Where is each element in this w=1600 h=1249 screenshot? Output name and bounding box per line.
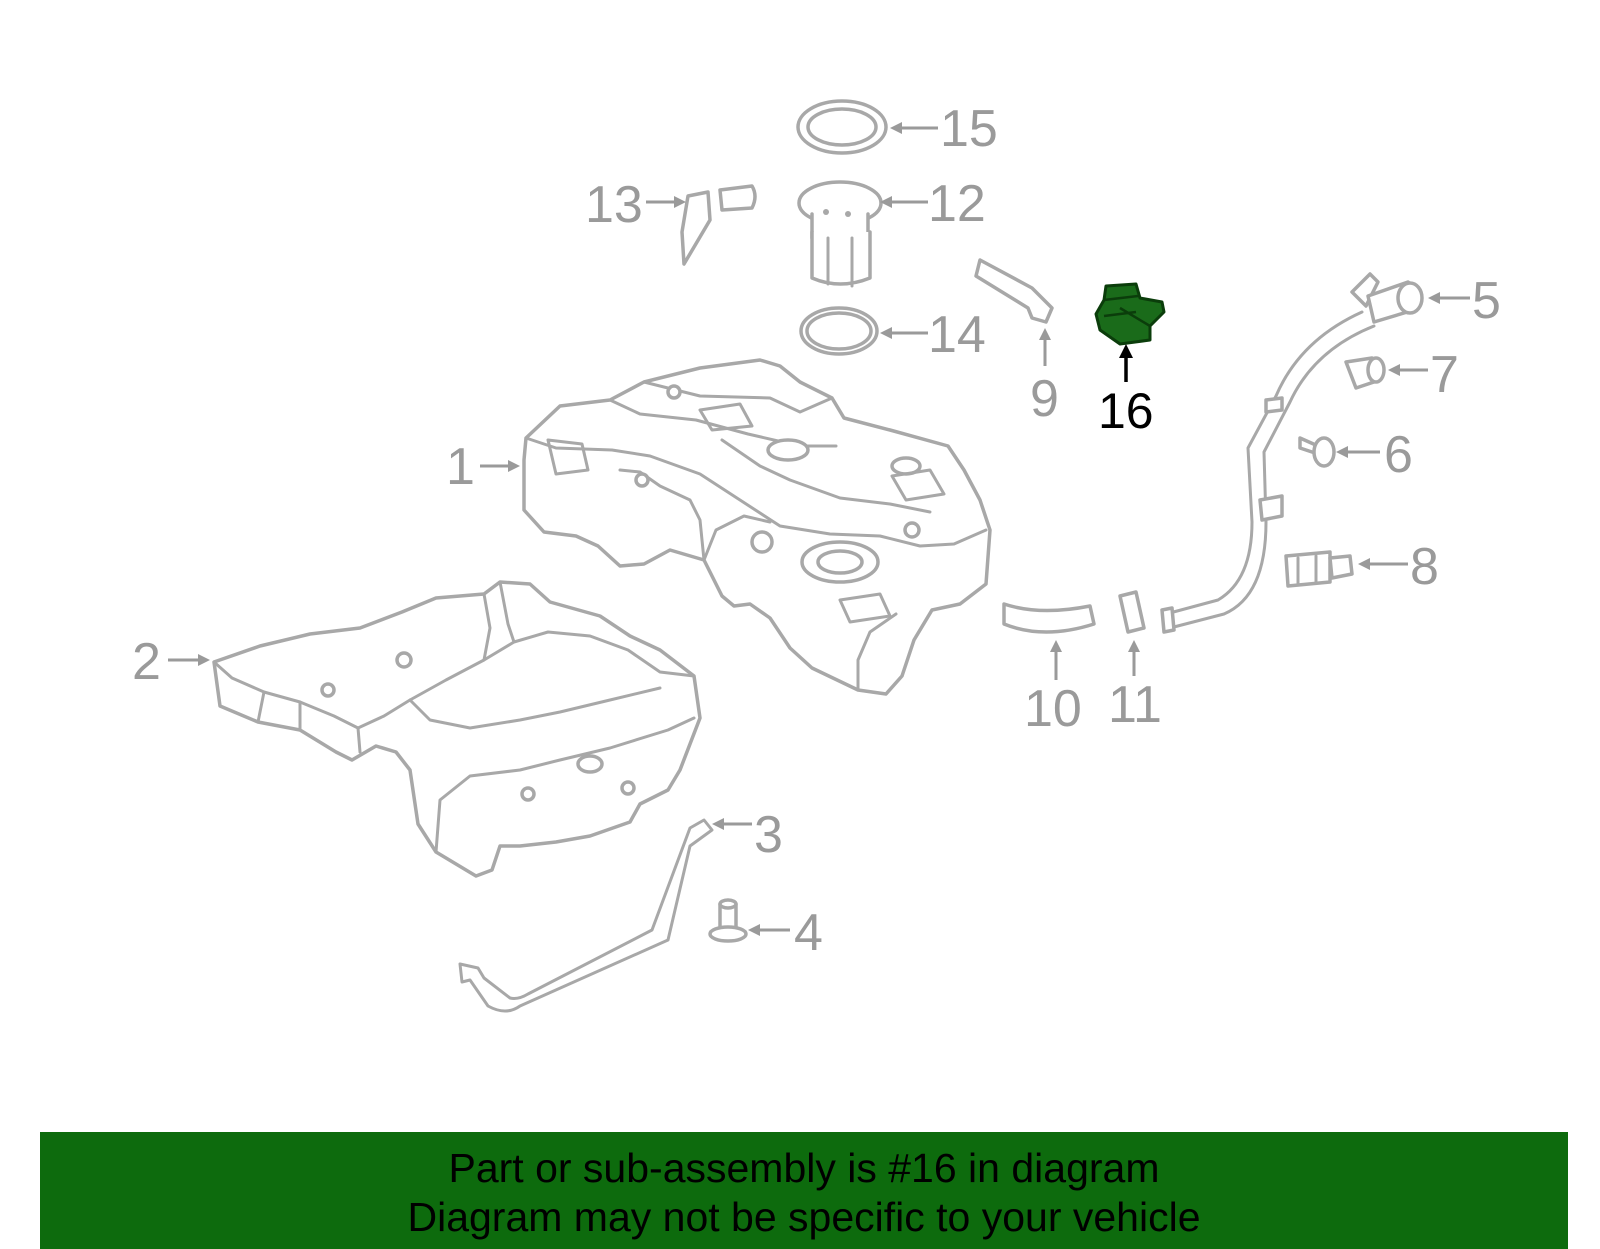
footer-line-part-number: Part or sub-assembly is #16 in diagram — [448, 1145, 1160, 1191]
callout-8: 8 — [1358, 538, 1439, 596]
callout-14: 14 — [880, 306, 986, 364]
part-4-bolt[interactable] — [708, 898, 748, 943]
part-5-filler-neck[interactable] — [1350, 272, 1424, 324]
callout-6: 6 — [1336, 426, 1413, 484]
callout-11: 11 — [1108, 640, 1162, 734]
callout-1: 1 — [446, 438, 520, 496]
callout-13: 13 — [585, 176, 686, 234]
svg-text:13: 13 — [585, 176, 643, 234]
part-13-bracket[interactable] — [680, 184, 757, 266]
svg-text:11: 11 — [1108, 676, 1162, 734]
callout-7: 7 — [1388, 346, 1459, 404]
svg-text:12: 12 — [928, 175, 986, 233]
part-12-fuel-pump[interactable] — [797, 180, 883, 288]
part-1-fuel-tank[interactable] — [522, 358, 992, 696]
svg-text:10: 10 — [1024, 680, 1082, 738]
svg-text:14: 14 — [928, 306, 986, 364]
svg-text:9: 9 — [1030, 370, 1059, 428]
part-16-highlighted[interactable] — [1094, 282, 1166, 346]
callout-10: 10 — [1024, 640, 1082, 738]
callout-5: 5 — [1428, 272, 1501, 330]
part-7-bushing[interactable] — [1344, 356, 1386, 390]
part-9-strap[interactable] — [974, 258, 1054, 324]
part-11-clip[interactable] — [1118, 590, 1146, 634]
svg-text:6: 6 — [1384, 426, 1413, 484]
svg-text:8: 8 — [1410, 538, 1439, 596]
callout-9: 9 — [1030, 328, 1059, 428]
svg-text:4: 4 — [794, 904, 823, 962]
part-2-heat-shield[interactable] — [212, 580, 702, 878]
part-14-o-ring[interactable] — [799, 306, 879, 356]
svg-text:3: 3 — [754, 806, 783, 864]
footer-line-disclaimer: Diagram may not be specific to your vehi… — [407, 1194, 1201, 1240]
callout-4: 4 — [748, 904, 823, 962]
part-3-strap[interactable] — [458, 818, 714, 1013]
filler-pipe — [1160, 310, 1376, 634]
part-10-hose[interactable] — [1002, 602, 1096, 634]
svg-text:1: 1 — [446, 438, 475, 496]
svg-text:16: 16 — [1098, 383, 1154, 439]
part-6-bolt[interactable] — [1298, 436, 1336, 468]
footer-banner: Part or sub-assembly is #16 in diagram D… — [40, 1132, 1568, 1249]
part-8-connector[interactable] — [1284, 550, 1354, 588]
callout-15: 15 — [890, 100, 998, 158]
part-15-seal-ring[interactable] — [796, 99, 888, 155]
callout-2: 2 — [132, 633, 210, 691]
callout-12: 12 — [880, 175, 986, 233]
svg-text:2: 2 — [132, 633, 161, 691]
svg-text:7: 7 — [1430, 346, 1459, 404]
svg-text:5: 5 — [1472, 272, 1501, 330]
svg-text:15: 15 — [940, 100, 998, 158]
parts-diagram: 15 12 13 14 9 — [132, 99, 1501, 1013]
callout-16: 16 — [1098, 344, 1154, 439]
callout-3: 3 — [712, 806, 783, 864]
